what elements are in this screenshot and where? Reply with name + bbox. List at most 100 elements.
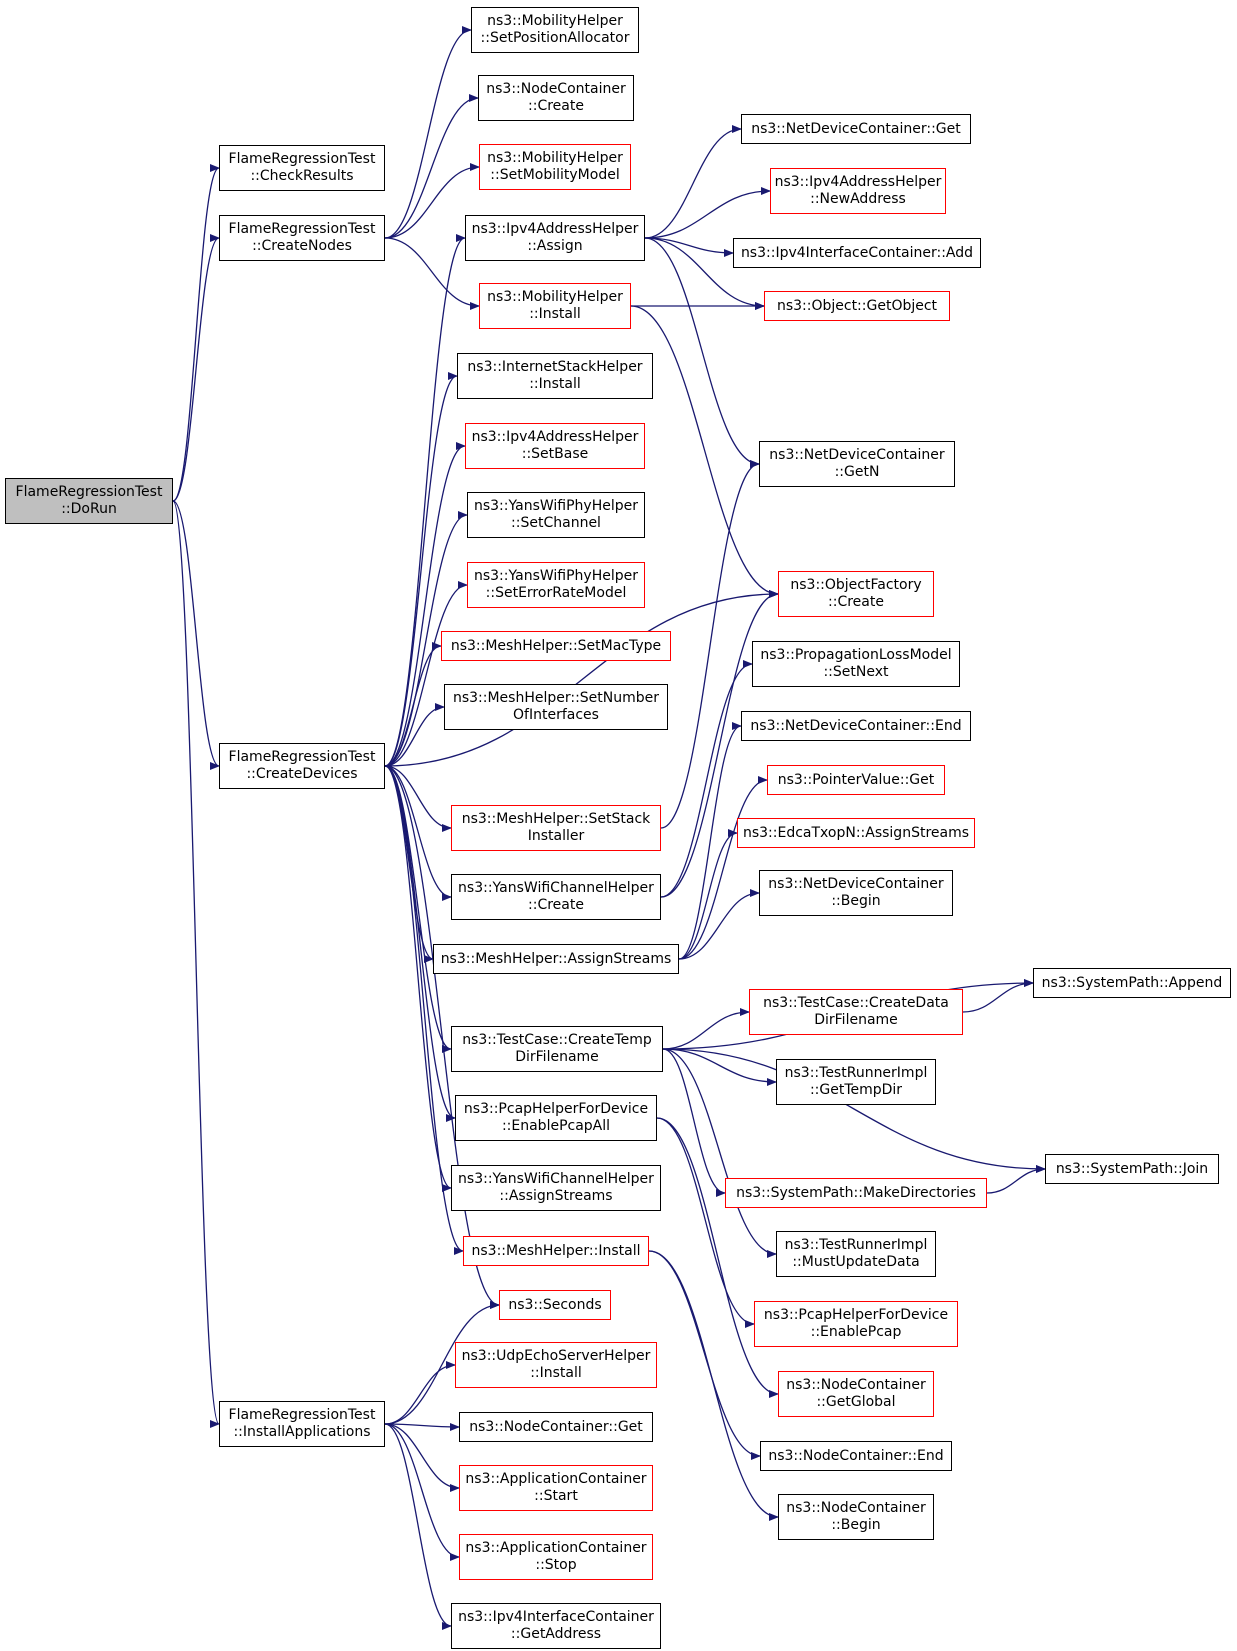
node-nc-begin[interactable]: ns3::NodeContainer::Begin <box>778 1494 934 1540</box>
node-mob-install[interactable]: ns3::MobilityHelper::Install <box>479 283 631 329</box>
node-node-cont-create[interactable]: ns3::NodeContainer::Create <box>478 75 634 121</box>
node-ipv4-if-add[interactable]: ns3::Ipv4InterfaceContainer::Add <box>733 238 981 268</box>
node-label-line: ::GetN <box>834 464 880 480</box>
edge-doRun-to-checkResults <box>172 164 220 502</box>
node-label-line: FlameRegressionTest <box>228 151 376 167</box>
node-yans-phy-set-channel[interactable]: ns3::YansWifiPhyHelper::SetChannel <box>467 492 645 538</box>
node-label-line: ::Start <box>534 1488 578 1504</box>
node-label-line: ns3::PointerValue::Get <box>777 771 935 788</box>
node-label-line: ::SetNext <box>823 664 889 680</box>
node-label-line: ::Begin <box>831 893 881 909</box>
node-label-line: ::AssignStreams <box>499 1188 613 1204</box>
node-sp-join[interactable]: ns3::SystemPath::Join <box>1045 1154 1219 1184</box>
edge-ipv4Assign-to-ipv4IfAdd <box>644 237 734 257</box>
node-label-line: ns3::MeshHelper::SetStack <box>461 811 651 827</box>
node-label-line: ::GetTempDir <box>809 1082 903 1098</box>
node-obj-get-object[interactable]: ns3::Object::GetObject <box>764 291 950 321</box>
edge-createNodes-to-mobSetPosAlloc <box>384 26 472 239</box>
node-label-line: ns3::NodeContainer <box>486 81 626 97</box>
node-ndc-end[interactable]: ns3::NetDeviceContainer::End <box>741 711 971 741</box>
node-label-line: ns3::MobilityHelper <box>487 150 623 166</box>
edge-tcCreateTemp-to-tcCreateData <box>662 1008 750 1050</box>
node-tr-must-update[interactable]: ns3::TestRunnerImpl::MustUpdateData <box>776 1231 936 1277</box>
node-label-line: ns3::MobilityHelper <box>487 13 623 29</box>
edge-pcapAll-to-pcapEnable <box>656 1117 755 1328</box>
node-mob-set-mob-model[interactable]: ns3::MobilityHelper::SetMobilityModel <box>479 144 631 190</box>
node-ndc-get[interactable]: ns3::NetDeviceContainer::Get <box>741 114 971 144</box>
node-label-line: ns3::Ipv4AddressHelper <box>471 221 639 237</box>
node-obj-fact-create[interactable]: ns3::ObjectFactory::Create <box>778 571 934 617</box>
node-nc-get-global[interactable]: ns3::NodeContainer::GetGlobal <box>778 1371 934 1417</box>
node-label-line: ns3::ApplicationContainer <box>465 1540 647 1556</box>
edge-meshInstall-to-ncBegin <box>648 1250 779 1521</box>
node-label-line: ns3::Object::GetObject <box>776 297 938 314</box>
node-tr-get-temp[interactable]: ns3::TestRunnerImpl::GetTempDir <box>776 1059 936 1105</box>
node-prop-set-next[interactable]: ns3::PropagationLossModel::SetNext <box>752 641 960 687</box>
node-app-start[interactable]: ns3::ApplicationContainer::Start <box>459 1465 653 1511</box>
node-label-line: ns3::InternetStackHelper <box>467 359 643 375</box>
node-app-stop[interactable]: ns3::ApplicationContainer::Stop <box>459 1534 653 1580</box>
node-label-line: ns3::TestCase::CreateTemp <box>462 1032 652 1048</box>
node-pcap-enable[interactable]: ns3::PcapHelperForDevice::EnablePcap <box>754 1301 958 1347</box>
edge-doRun-to-createDevices <box>172 500 220 770</box>
node-ndc-get-n[interactable]: ns3::NetDeviceContainer::GetN <box>759 441 955 487</box>
node-sp-make-dirs[interactable]: ns3::SystemPath::MakeDirectories <box>725 1178 987 1208</box>
node-label-line: FlameRegressionTest <box>228 749 376 765</box>
node-mesh-set-mac-type[interactable]: ns3::MeshHelper::SetMacType <box>441 631 671 661</box>
edge-tcCreateTemp-to-trGetTemp <box>662 1048 777 1086</box>
node-label-line: ::Install <box>529 306 581 322</box>
node-label-line: ::EnablePcapAll <box>501 1118 611 1134</box>
node-check-results[interactable]: FlameRegressionTest::CheckResults <box>219 145 385 191</box>
edge-yansChanCreate-to-propSetNext <box>660 660 753 898</box>
node-edca-assign[interactable]: ns3::EdcaTxopN::AssignStreams <box>737 818 975 848</box>
node-nc-end[interactable]: ns3::NodeContainer::End <box>760 1441 952 1471</box>
edge-doRun-to-installApplications <box>172 500 220 1428</box>
node-yans-chan-create[interactable]: ns3::YansWifiChannelHelper::Create <box>451 874 661 920</box>
node-label-line: ns3::NetDeviceContainer::Get <box>751 120 961 137</box>
node-label-line: ns3::ApplicationContainer <box>465 1471 647 1487</box>
node-label-line: ns3::NetDeviceContainer::End <box>750 717 962 734</box>
node-yans-phy-set-err[interactable]: ns3::YansWifiPhyHelper::SetErrorRateMode… <box>467 562 645 608</box>
call-edges <box>172 26 1046 1630</box>
node-label-line: ::NewAddress <box>810 191 906 207</box>
node-mob-set-pos-alloc[interactable]: ns3::MobilityHelper::SetPositionAllocato… <box>471 7 639 53</box>
node-ipv4-assign[interactable]: ns3::Ipv4AddressHelper::Assign <box>465 215 645 261</box>
node-label-line: ::CreateDevices <box>246 766 358 782</box>
node-label-line: ns3::NodeContainer <box>786 1377 926 1393</box>
node-label-line: ns3::NetDeviceContainer <box>769 447 945 463</box>
node-yans-chan-assign[interactable]: ns3::YansWifiChannelHelper::AssignStream… <box>451 1165 661 1211</box>
edge-createDevices-to-meshSetNumIf <box>384 703 445 767</box>
node-udp-echo-install[interactable]: ns3::UdpEchoServerHelper::Install <box>455 1342 657 1388</box>
node-ndc-begin[interactable]: ns3::NetDeviceContainer::Begin <box>759 870 953 916</box>
node-label-line: ns3::SystemPath::MakeDirectories <box>736 1184 976 1201</box>
node-ipv4-if-get-addr[interactable]: ns3::Ipv4InterfaceContainer::GetAddress <box>451 1603 661 1649</box>
node-inet-install[interactable]: ns3::InternetStackHelper::Install <box>457 353 653 399</box>
node-sp-append[interactable]: ns3::SystemPath::Append <box>1033 968 1231 998</box>
node-label-line: Installer <box>527 828 585 844</box>
node-mesh-assign[interactable]: ns3::MeshHelper::AssignStreams <box>433 944 679 974</box>
node-label-line: ::Stop <box>535 1557 577 1573</box>
node-ptr-val-get[interactable]: ns3::PointerValue::Get <box>767 765 945 795</box>
node-label-line: ::SetBase <box>521 446 589 462</box>
node-seconds[interactable]: ns3::Seconds <box>499 1290 611 1320</box>
node-mesh-install[interactable]: ns3::MeshHelper::Install <box>463 1236 649 1266</box>
node-ipv4-new-addr[interactable]: ns3::Ipv4AddressHelper::NewAddress <box>770 168 946 214</box>
node-label-line: ns3::NodeContainer::End <box>768 1447 944 1464</box>
edge-meshSetStack-to-ndcGetN <box>660 460 760 829</box>
node-create-nodes[interactable]: FlameRegressionTest::CreateNodes <box>219 215 385 261</box>
node-label-line: ::Install <box>529 376 581 392</box>
node-pcap-all[interactable]: ns3::PcapHelperForDevice::EnablePcapAll <box>455 1095 657 1141</box>
node-install-applications[interactable]: FlameRegressionTest::InstallApplications <box>219 1401 385 1447</box>
node-do-run: FlameRegressionTest::DoRun <box>5 478 173 524</box>
edge-installApplications-to-ipv4IfGetAddr <box>384 1423 452 1630</box>
node-node-cont-get[interactable]: ns3::NodeContainer::Get <box>459 1412 653 1442</box>
node-label-line: ::DoRun <box>61 501 117 517</box>
node-label-line: ns3::YansWifiChannelHelper <box>458 1171 654 1187</box>
node-label-line: DirFilename <box>814 1012 898 1028</box>
node-create-devices[interactable]: FlameRegressionTest::CreateDevices <box>219 743 385 789</box>
node-ipv4-set-base[interactable]: ns3::Ipv4AddressHelper::SetBase <box>465 423 645 469</box>
